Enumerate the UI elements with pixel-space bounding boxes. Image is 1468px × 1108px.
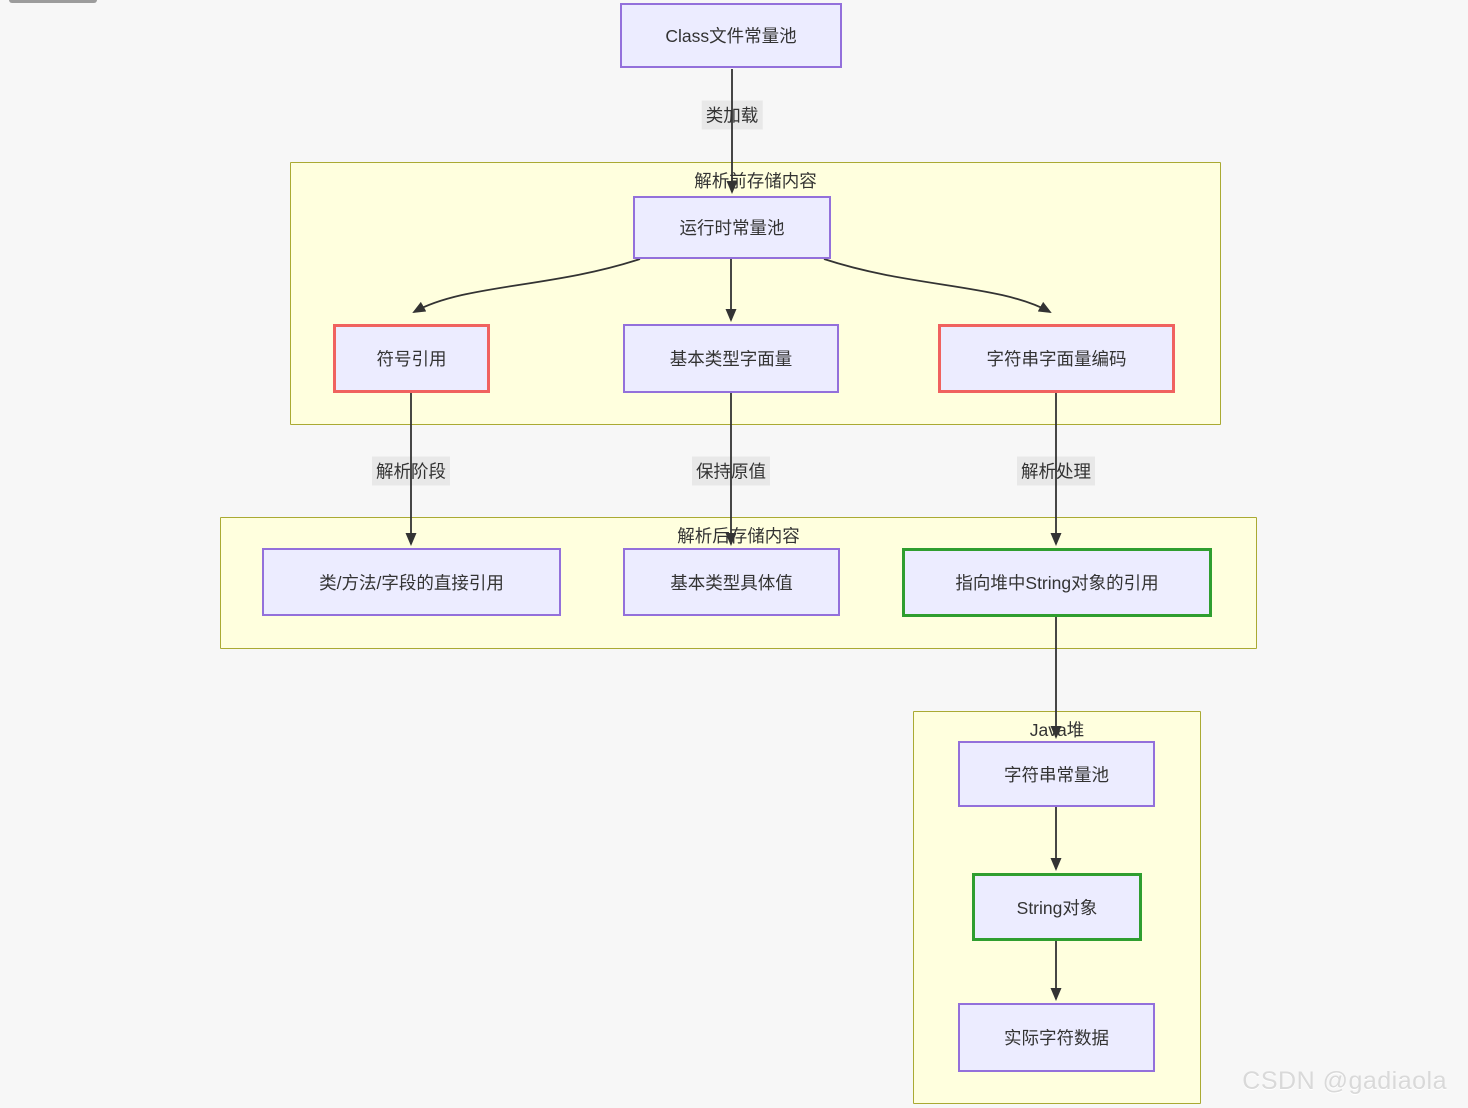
node-string-object-label: String对象 [1016,897,1098,918]
edge-label-resolve-process: 解析处理 [1017,456,1095,486]
node-string-constant-pool: 字符串常量池 [958,741,1155,807]
node-direct-reference: 类/方法/字段的直接引用 [262,548,561,616]
edge-label-keep-value: 保持原值 [692,456,770,486]
node-string-object: String对象 [972,873,1142,941]
node-primitive-concrete-value: 基本类型具体值 [623,548,840,616]
node-string-literal-encoding-label: 字符串字面量编码 [986,349,1127,369]
edge-label-resolve-stage: 解析阶段 [372,456,450,486]
node-runtime-constant-pool: 运行时常量池 [633,196,831,259]
node-actual-char-data-label: 实际字符数据 [1004,1028,1109,1048]
container-java-heap-label: Java堆 [1029,720,1085,740]
node-primitive-literal: 基本类型字面量 [623,324,839,393]
node-actual-char-data: 实际字符数据 [958,1003,1155,1072]
node-string-literal-encoding: 字符串字面量编码 [938,324,1175,393]
node-direct-reference-label: 类/方法/字段的直接引用 [319,572,504,593]
node-class-file-constant-pool-label: Class文件常量池 [665,26,797,46]
node-heap-string-reference: 指向堆中String对象的引用 [902,548,1212,617]
node-heap-string-reference-label: 指向堆中String对象的引用 [955,573,1159,593]
node-symbol-reference-label: 符号引用 [376,349,447,369]
csdn-watermark: CSDN @gadiaola [1242,1067,1447,1095]
node-class-file-constant-pool: Class文件常量池 [620,3,842,68]
container-before-resolution-label: 解析前存储内容 [694,171,817,191]
edge-label-class-load: 类加载 [701,100,763,130]
node-string-constant-pool-label: 字符串常量池 [1004,764,1109,785]
node-primitive-concrete-value-label: 基本类型具体值 [670,572,793,593]
cutoff-pill [9,0,97,3]
node-runtime-constant-pool-label: 运行时常量池 [679,218,785,238]
node-symbol-reference: 符号引用 [333,324,490,393]
container-after-resolution-label: 解析后存储内容 [677,526,800,546]
node-primitive-literal-label: 基本类型字面量 [669,349,793,369]
